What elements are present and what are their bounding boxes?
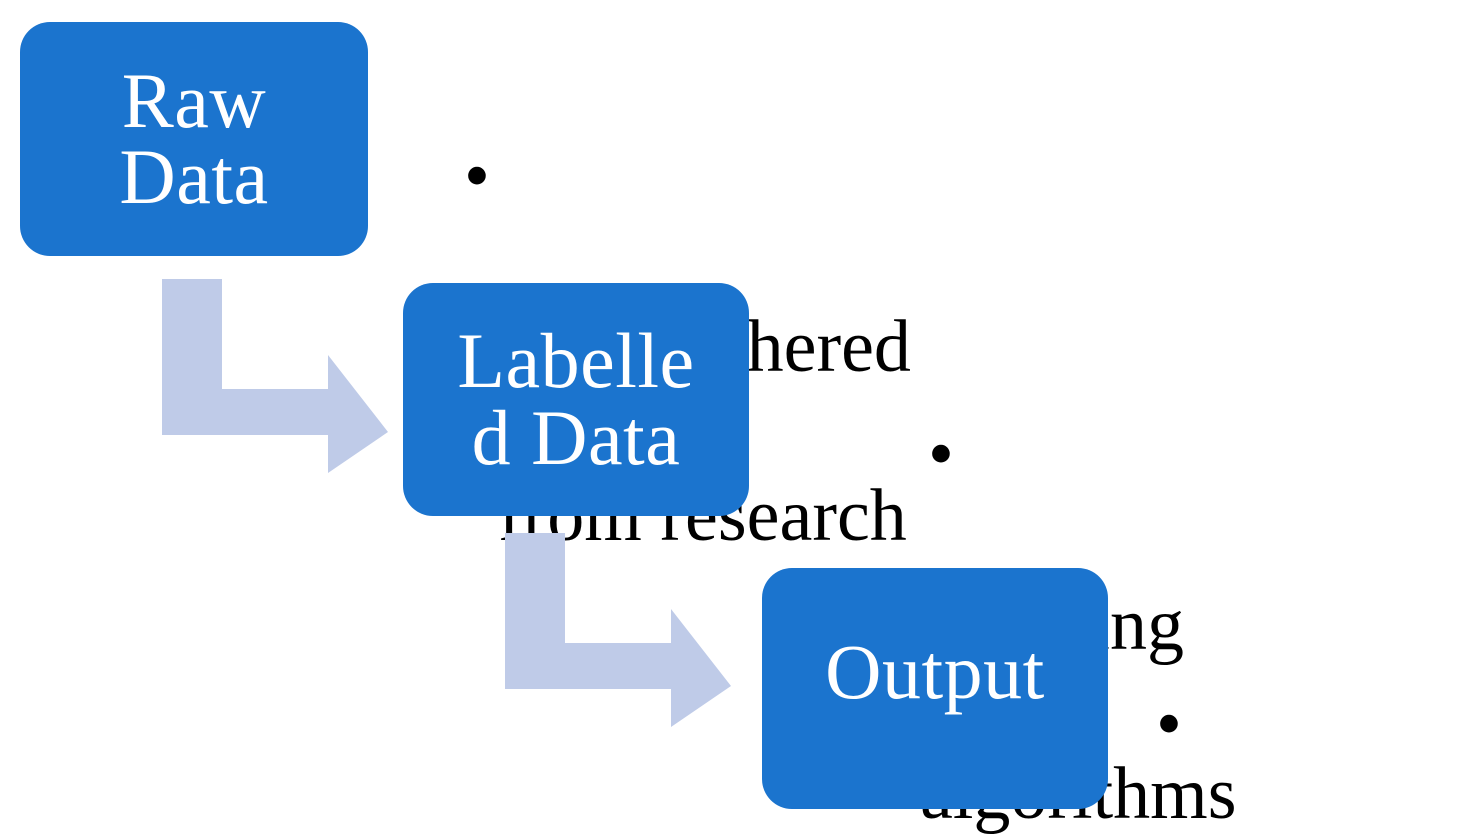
process-box-label: Labelle d Data xyxy=(457,317,695,481)
note-output: • Predicti ons xyxy=(1156,600,1459,837)
bullet-icon: • xyxy=(1156,683,1182,766)
bullet-icon: • xyxy=(464,135,490,218)
process-box-raw-data[interactable]: Raw Data xyxy=(20,22,368,256)
elbow-arrow-down-right-icon xyxy=(505,533,731,727)
note-line-1: • Predicti xyxy=(1156,683,1459,837)
process-box-output[interactable]: Output xyxy=(762,568,1108,809)
process-box-label: Output xyxy=(825,628,1045,716)
elbow-arrow-down-right-icon xyxy=(162,279,388,473)
process-box-labelled-data[interactable]: Labelle d Data xyxy=(403,283,749,516)
process-box-label: Raw Data xyxy=(119,56,269,220)
bullet-icon: • xyxy=(928,413,954,496)
